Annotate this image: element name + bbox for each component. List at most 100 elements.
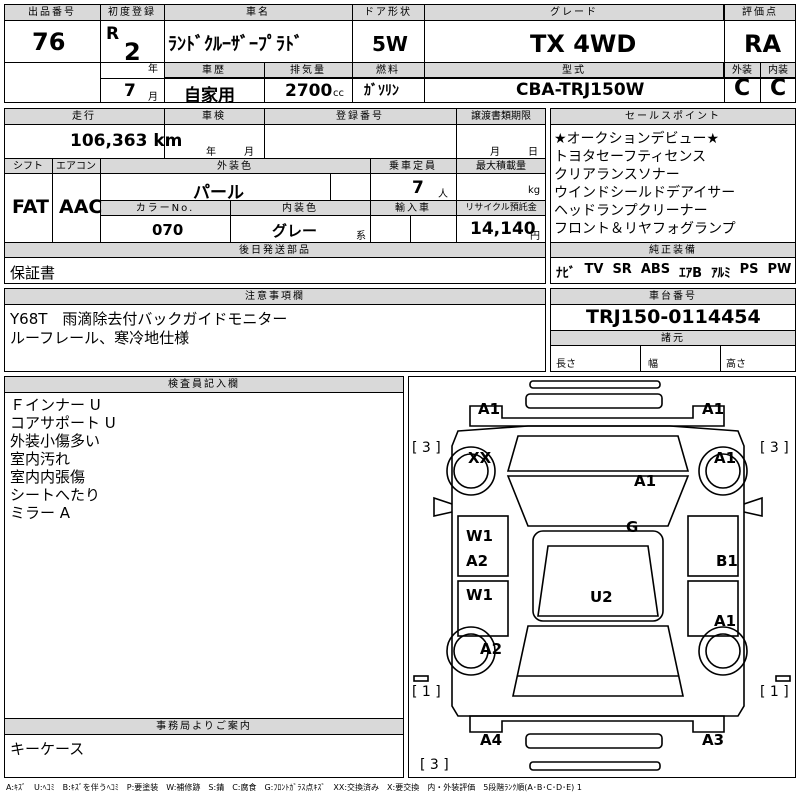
color-value: パール bbox=[193, 183, 244, 203]
bracket-mark: [ 3 ] bbox=[420, 757, 449, 773]
bracket-mark: [ 1 ] bbox=[760, 684, 789, 700]
interior-value: C bbox=[770, 76, 787, 101]
bracket-mark: [ 1 ] bbox=[412, 684, 441, 700]
divider bbox=[100, 200, 546, 201]
insp-year: 年 bbox=[206, 147, 216, 158]
damage-mark: G bbox=[626, 518, 639, 536]
sales-point-item: フロント＆リヤフォグランプ bbox=[554, 221, 736, 237]
damage-mark: A1 bbox=[478, 400, 501, 418]
colorno-label: カラーNo. bbox=[135, 203, 195, 214]
recycle-value: 14,140 bbox=[470, 219, 536, 239]
divider bbox=[4, 62, 796, 63]
grade-label: グレード bbox=[550, 7, 598, 18]
ac-label: エアコン bbox=[56, 161, 96, 172]
door-value: 5W bbox=[372, 32, 408, 56]
score-value: RA bbox=[744, 30, 782, 58]
month-value: 7 bbox=[124, 81, 136, 101]
header-band bbox=[4, 4, 724, 21]
year-value: 2 bbox=[124, 38, 141, 66]
equipment-item: ｴｱB bbox=[679, 266, 703, 281]
rear-bumper bbox=[529, 761, 661, 771]
intcolor-value: グレー bbox=[272, 222, 318, 240]
band bbox=[4, 158, 546, 174]
office-label: 事務局よりご案内 bbox=[156, 721, 252, 732]
office-value: キーケース bbox=[10, 740, 85, 758]
inspector-line: シートへたり bbox=[10, 486, 101, 504]
bracket-mark: [ 3 ] bbox=[760, 440, 789, 456]
damage-mark: B1 bbox=[716, 552, 738, 570]
capacity-label: 乗車定員 bbox=[389, 161, 437, 172]
mileage-label: 走行 bbox=[72, 111, 96, 122]
notes-label: 注意事項欄 bbox=[245, 291, 305, 302]
equipment-label: 純正装備 bbox=[649, 245, 697, 256]
door-label: ドア形状 bbox=[364, 7, 412, 18]
divider bbox=[640, 346, 641, 372]
divider bbox=[264, 62, 265, 103]
inspection-label: 車検 bbox=[202, 111, 226, 122]
transfer-month: 月 bbox=[490, 147, 500, 158]
inspector-line: ミラー A bbox=[10, 504, 71, 522]
width-label: 幅 bbox=[648, 359, 658, 370]
divider bbox=[456, 108, 457, 158]
recycle-label: リサイクル預託金 bbox=[465, 203, 537, 213]
intcolor-label: 内装色 bbox=[282, 203, 318, 214]
equipment-item: ABS bbox=[640, 262, 671, 277]
divider bbox=[724, 4, 725, 103]
chassis-label: 車台番号 bbox=[649, 291, 697, 302]
mileage-value: 106,363 km bbox=[70, 131, 183, 151]
equipment-item: PS bbox=[739, 262, 759, 277]
regno-label: 登録番号 bbox=[336, 111, 384, 122]
divider bbox=[352, 4, 353, 103]
band bbox=[550, 288, 796, 305]
sales-point-item: クリアランスソナー bbox=[554, 167, 680, 183]
damage-mark: A1 bbox=[714, 612, 737, 630]
damage-mark: U2 bbox=[590, 588, 613, 606]
car-diagram bbox=[413, 380, 791, 771]
equipment-item: SR bbox=[612, 262, 632, 277]
name-value: ﾗﾝﾄﾞｸﾙｰｻﾞｰﾌﾟﾗﾄﾞ bbox=[168, 34, 303, 55]
equipment-item: ｱﾙﾐ bbox=[711, 266, 731, 281]
damage-mark: XX bbox=[468, 449, 492, 467]
era: R bbox=[106, 24, 120, 44]
first-reg-label: 初度登録 bbox=[108, 7, 156, 18]
import-label: 輸入車 bbox=[395, 203, 431, 214]
sales-point-item: ヘッドランプクリーナー bbox=[554, 203, 708, 219]
grade-value: TX 4WD bbox=[530, 30, 637, 58]
exterior-label: 外装 bbox=[732, 65, 752, 76]
damage-mark: W1 bbox=[466, 527, 493, 545]
divider bbox=[720, 346, 721, 372]
band bbox=[4, 288, 546, 305]
name-label: 車名 bbox=[246, 7, 270, 18]
bracket-mark: [ 3 ] bbox=[412, 440, 441, 456]
transfer-label: 譲渡書類期限 bbox=[471, 111, 531, 122]
later-label: 後日発送部品 bbox=[239, 245, 311, 256]
damage-mark: A2 bbox=[480, 640, 503, 658]
car-diagram-box bbox=[408, 376, 796, 778]
inspector-line: 室内内張傷 bbox=[10, 468, 86, 486]
lot-value: 76 bbox=[32, 28, 66, 56]
damage-mark: A4 bbox=[480, 731, 503, 749]
legend: A:ｷｽﾞ U:ﾍｺﾐ B:ｷｽﾞを伴うﾍｺﾐ P:要塗装 W:補修跡 S:錆 … bbox=[6, 783, 582, 792]
notes-line: Y68T 雨滴除去付バックガイドモニター bbox=[10, 310, 288, 328]
chassis-value: TRJ150-0114454 bbox=[586, 306, 761, 328]
fuel-value: ｶﾞｿﾘﾝ bbox=[364, 83, 399, 99]
colorno-value: 070 bbox=[152, 221, 184, 239]
band bbox=[4, 718, 404, 735]
load-unit: kg bbox=[528, 185, 541, 196]
exterior-value: C bbox=[734, 76, 751, 101]
divider bbox=[264, 108, 265, 158]
damage-mark: A3 bbox=[702, 731, 725, 749]
month-unit: 月 bbox=[148, 92, 158, 103]
capacity-unit: 人 bbox=[438, 189, 448, 200]
divider bbox=[760, 62, 761, 103]
divider bbox=[100, 78, 796, 79]
sales-point-item: ウインドシールドデアイサー bbox=[554, 185, 736, 201]
spec-label: 諸元 bbox=[661, 333, 685, 344]
color-label: 外装色 bbox=[217, 161, 253, 172]
lot-label: 出品番号 bbox=[28, 7, 76, 18]
transfer-day: 日 bbox=[528, 147, 538, 158]
history-label: 車歴 bbox=[202, 65, 226, 76]
inspector-line: 室内汚れ bbox=[10, 450, 71, 468]
inspector-line: コアサポート U bbox=[10, 414, 116, 432]
model-label: 型式 bbox=[562, 65, 586, 76]
